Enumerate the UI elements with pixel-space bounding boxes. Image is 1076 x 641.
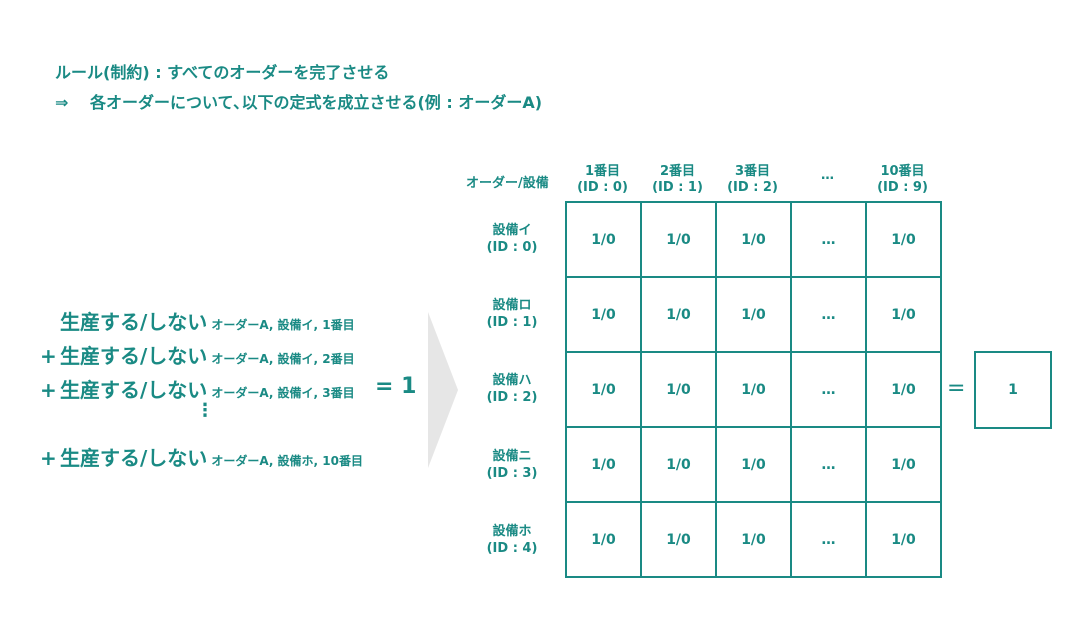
arrow-right-icon xyxy=(428,312,458,468)
matrix-cell: 1/0 xyxy=(642,203,717,278)
column-label: 3番目 xyxy=(734,164,771,179)
column-id: (ID : 2) xyxy=(727,180,778,195)
matrix-cell: 1/0 xyxy=(642,353,717,428)
equation-line: 生産する/しないオーダーA, 設備イ, 1番目 xyxy=(40,306,355,335)
column-id: (ID : 0) xyxy=(577,180,628,195)
column-label: 2番目 xyxy=(659,164,696,179)
matrix-cell: 1/0 xyxy=(867,428,942,503)
matrix-cell: 1/0 xyxy=(567,503,642,578)
row-label: 設備ホ xyxy=(492,524,532,539)
row-header: 設備ニ (ID : 3) xyxy=(472,448,552,482)
matrix-cell: … xyxy=(792,428,867,503)
matrix-cell: … xyxy=(792,503,867,578)
result-box: 1 xyxy=(974,351,1052,429)
matrix-cell: 1/0 xyxy=(867,353,942,428)
matrix-cell: 1/0 xyxy=(717,503,792,578)
matrix-cell: 1/0 xyxy=(567,428,642,503)
equation-term: 生産する/しない xyxy=(60,446,208,470)
assignment-matrix: 1/0 1/0 1/0 … 1/0 1/0 1/0 1/0 … 1/0 1/0 … xyxy=(565,201,942,578)
vertical-ellipsis: ⋮ xyxy=(196,400,214,421)
matrix-cell: … xyxy=(792,203,867,278)
matrix-corner-label: オーダー/設備 xyxy=(466,176,549,191)
equation-term: 生産する/しない xyxy=(60,344,208,368)
equation-term: 生産する/しない xyxy=(60,378,208,402)
equation-subscript: オーダーA, 設備ホ, 10番目 xyxy=(211,454,363,468)
equals-sign: = xyxy=(947,376,966,401)
row-header: 設備イ (ID : 0) xyxy=(472,222,552,256)
column-header: 10番目 (ID : 9) xyxy=(865,164,940,196)
matrix-cell: 1/0 xyxy=(642,278,717,353)
row-header: 設備ロ (ID : 1) xyxy=(472,297,552,331)
row-id: (ID : 3) xyxy=(486,466,538,481)
column-header: 3番目 (ID : 2) xyxy=(715,164,790,196)
matrix-cell: 1/0 xyxy=(867,278,942,353)
plus-sign: + xyxy=(40,344,57,368)
row-id: (ID : 2) xyxy=(486,390,538,405)
matrix-cell: 1/0 xyxy=(567,203,642,278)
row-header: 設備ホ (ID : 4) xyxy=(472,523,552,557)
matrix-cell: 1/0 xyxy=(867,503,942,578)
column-header: 1番目 (ID : 0) xyxy=(565,164,640,196)
matrix-cell: 1/0 xyxy=(642,428,717,503)
matrix-cell: 1/0 xyxy=(567,278,642,353)
plus-sign: + xyxy=(40,446,57,470)
row-label: 設備ニ xyxy=(492,449,532,464)
plus-sign: + xyxy=(40,378,57,402)
matrix-cell: 1/0 xyxy=(567,353,642,428)
column-id: (ID : 9) xyxy=(877,180,928,195)
matrix-cell: 1/0 xyxy=(717,353,792,428)
equation-line: +生産する/しないオーダーA, 設備イ, 2番目 xyxy=(40,340,355,369)
equation-line: +生産する/しないオーダーA, 設備イ, 3番目 xyxy=(40,374,355,403)
equation-subscript: オーダーA, 設備イ, 3番目 xyxy=(211,386,355,400)
row-id: (ID : 0) xyxy=(486,240,538,255)
column-header: 2番目 (ID : 1) xyxy=(640,164,715,196)
row-label: 設備イ xyxy=(492,223,532,238)
matrix-cell: 1/0 xyxy=(717,278,792,353)
matrix-cell: 1/0 xyxy=(717,203,792,278)
matrix-cell: 1/0 xyxy=(717,428,792,503)
column-label: 10番目 xyxy=(880,164,925,179)
column-id: (ID : 1) xyxy=(652,180,703,195)
row-label: 設備ハ xyxy=(492,373,532,388)
rule-title: ルール(制約) : すべてのオーダーを完了させる xyxy=(55,63,390,82)
row-id: (ID : 4) xyxy=(486,541,538,556)
column-header: … xyxy=(790,168,865,184)
row-label: 設備ロ xyxy=(492,298,532,313)
row-header: 設備ハ (ID : 2) xyxy=(472,372,552,406)
matrix-cell: 1/0 xyxy=(867,203,942,278)
rule-description: ⇒ 各オーダーについて､以下の定式を成立させる(例 : オーダーA) xyxy=(55,93,543,112)
matrix-cell: 1/0 xyxy=(642,503,717,578)
matrix-cell: … xyxy=(792,278,867,353)
arrow-shape xyxy=(428,312,458,468)
matrix-cell: … xyxy=(792,353,867,428)
column-label: … xyxy=(821,168,834,183)
equation-subscript: オーダーA, 設備イ, 1番目 xyxy=(211,318,355,332)
equation-term: 生産する/しない xyxy=(60,310,208,334)
equation-line: +生産する/しないオーダーA, 設備ホ, 10番目 xyxy=(40,442,363,471)
column-label: 1番目 xyxy=(584,164,621,179)
equation-subscript: オーダーA, 設備イ, 2番目 xyxy=(211,352,355,366)
row-id: (ID : 1) xyxy=(486,315,538,330)
equals-one: = 1 xyxy=(375,374,417,399)
